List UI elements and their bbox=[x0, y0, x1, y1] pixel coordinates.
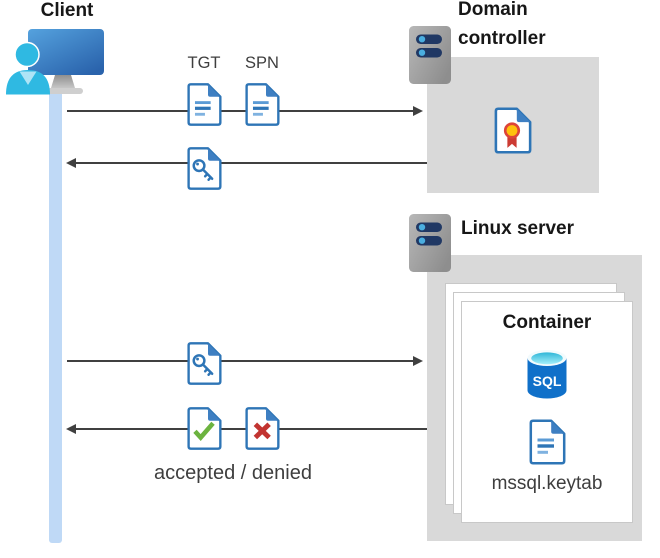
tgt-ticket-doc-icon bbox=[187, 83, 222, 126]
linux-server-label: Linux server bbox=[461, 218, 574, 239]
result-label: accepted / denied bbox=[154, 462, 312, 484]
client-lifeline bbox=[49, 91, 62, 543]
domain-controller-label: Domain controller bbox=[458, 0, 546, 49]
container-title: Container bbox=[502, 312, 592, 333]
keytab-doc-icon bbox=[529, 419, 566, 465]
accepted-doc-icon bbox=[187, 407, 222, 450]
linux-server-icon bbox=[409, 214, 451, 272]
certificate-doc-icon bbox=[494, 107, 532, 154]
spn-ticket-doc-icon bbox=[245, 83, 280, 126]
arrow-request-service-ticket bbox=[67, 360, 413, 362]
domain-controller-server-icon bbox=[409, 26, 451, 84]
key-ticket-doc-icon bbox=[187, 342, 222, 385]
spn-label: SPN bbox=[245, 54, 279, 72]
client-label: Client bbox=[40, 0, 94, 21]
sql-badge-label: SQL bbox=[533, 373, 562, 389]
keytab-label: mssql.keytab bbox=[491, 473, 603, 494]
client-user-monitor-icon bbox=[6, 29, 104, 95]
denied-doc-icon bbox=[245, 407, 280, 450]
arrow-request-tgt-spn bbox=[67, 110, 413, 112]
tgt-label: TGT bbox=[187, 54, 221, 72]
arrow-response-ticket bbox=[76, 162, 427, 164]
key-ticket-doc-icon bbox=[187, 147, 222, 190]
sql-database-icon: SQL bbox=[527, 350, 567, 399]
container-paper: Container SQL mssql.keytab bbox=[461, 301, 633, 523]
